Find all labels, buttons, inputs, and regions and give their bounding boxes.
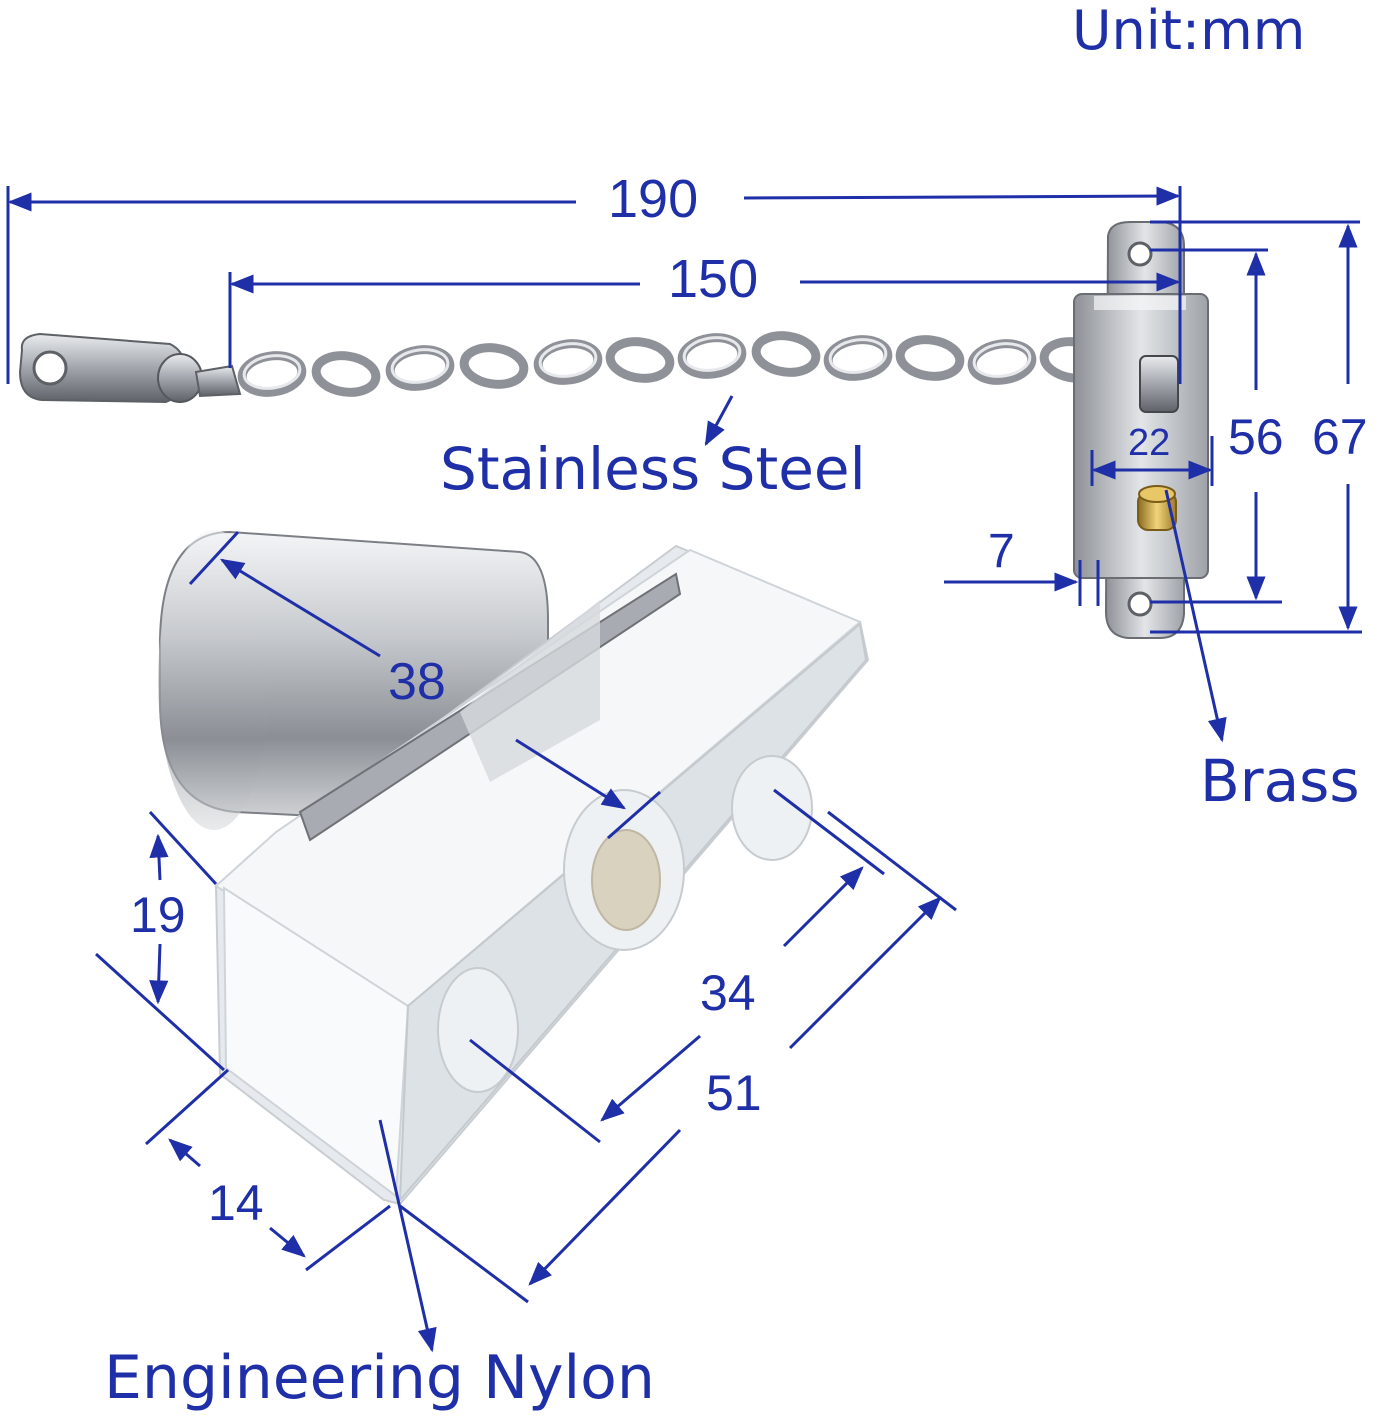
nylon-block — [214, 544, 870, 1206]
chain-end-tab — [18, 332, 242, 404]
dimension-block-depth: 14 — [208, 1175, 264, 1231]
material-pointers — [378, 395, 1227, 1353]
unit-label: Unit:mm — [1072, 0, 1306, 62]
dimension-plate-height: 67 — [1312, 409, 1368, 465]
dimension-hole-spacing: 56 — [1228, 409, 1284, 465]
chain-link-highlights — [242, 336, 1032, 390]
dimension-chain-length: 150 — [668, 249, 759, 309]
dimension-plate-thickness: 7 — [988, 525, 1015, 578]
dimension-hole-pitch: 34 — [700, 965, 756, 1021]
dimension-plate-width: 22 — [1128, 422, 1171, 464]
dimension-block-length: 51 — [706, 1065, 762, 1121]
dimension-block-height: 19 — [130, 887, 186, 943]
chain-links — [237, 331, 1109, 397]
material-label-brass: Brass — [1200, 747, 1360, 815]
material-label-stainless-steel: Stainless Steel — [440, 435, 866, 503]
dimension-lines — [6, 186, 1362, 1304]
dimension-cylinder-length: 38 — [388, 653, 446, 711]
dimension-overall-length: 190 — [608, 169, 699, 229]
material-label-engineering-nylon: Engineering Nylon — [104, 1343, 655, 1413]
